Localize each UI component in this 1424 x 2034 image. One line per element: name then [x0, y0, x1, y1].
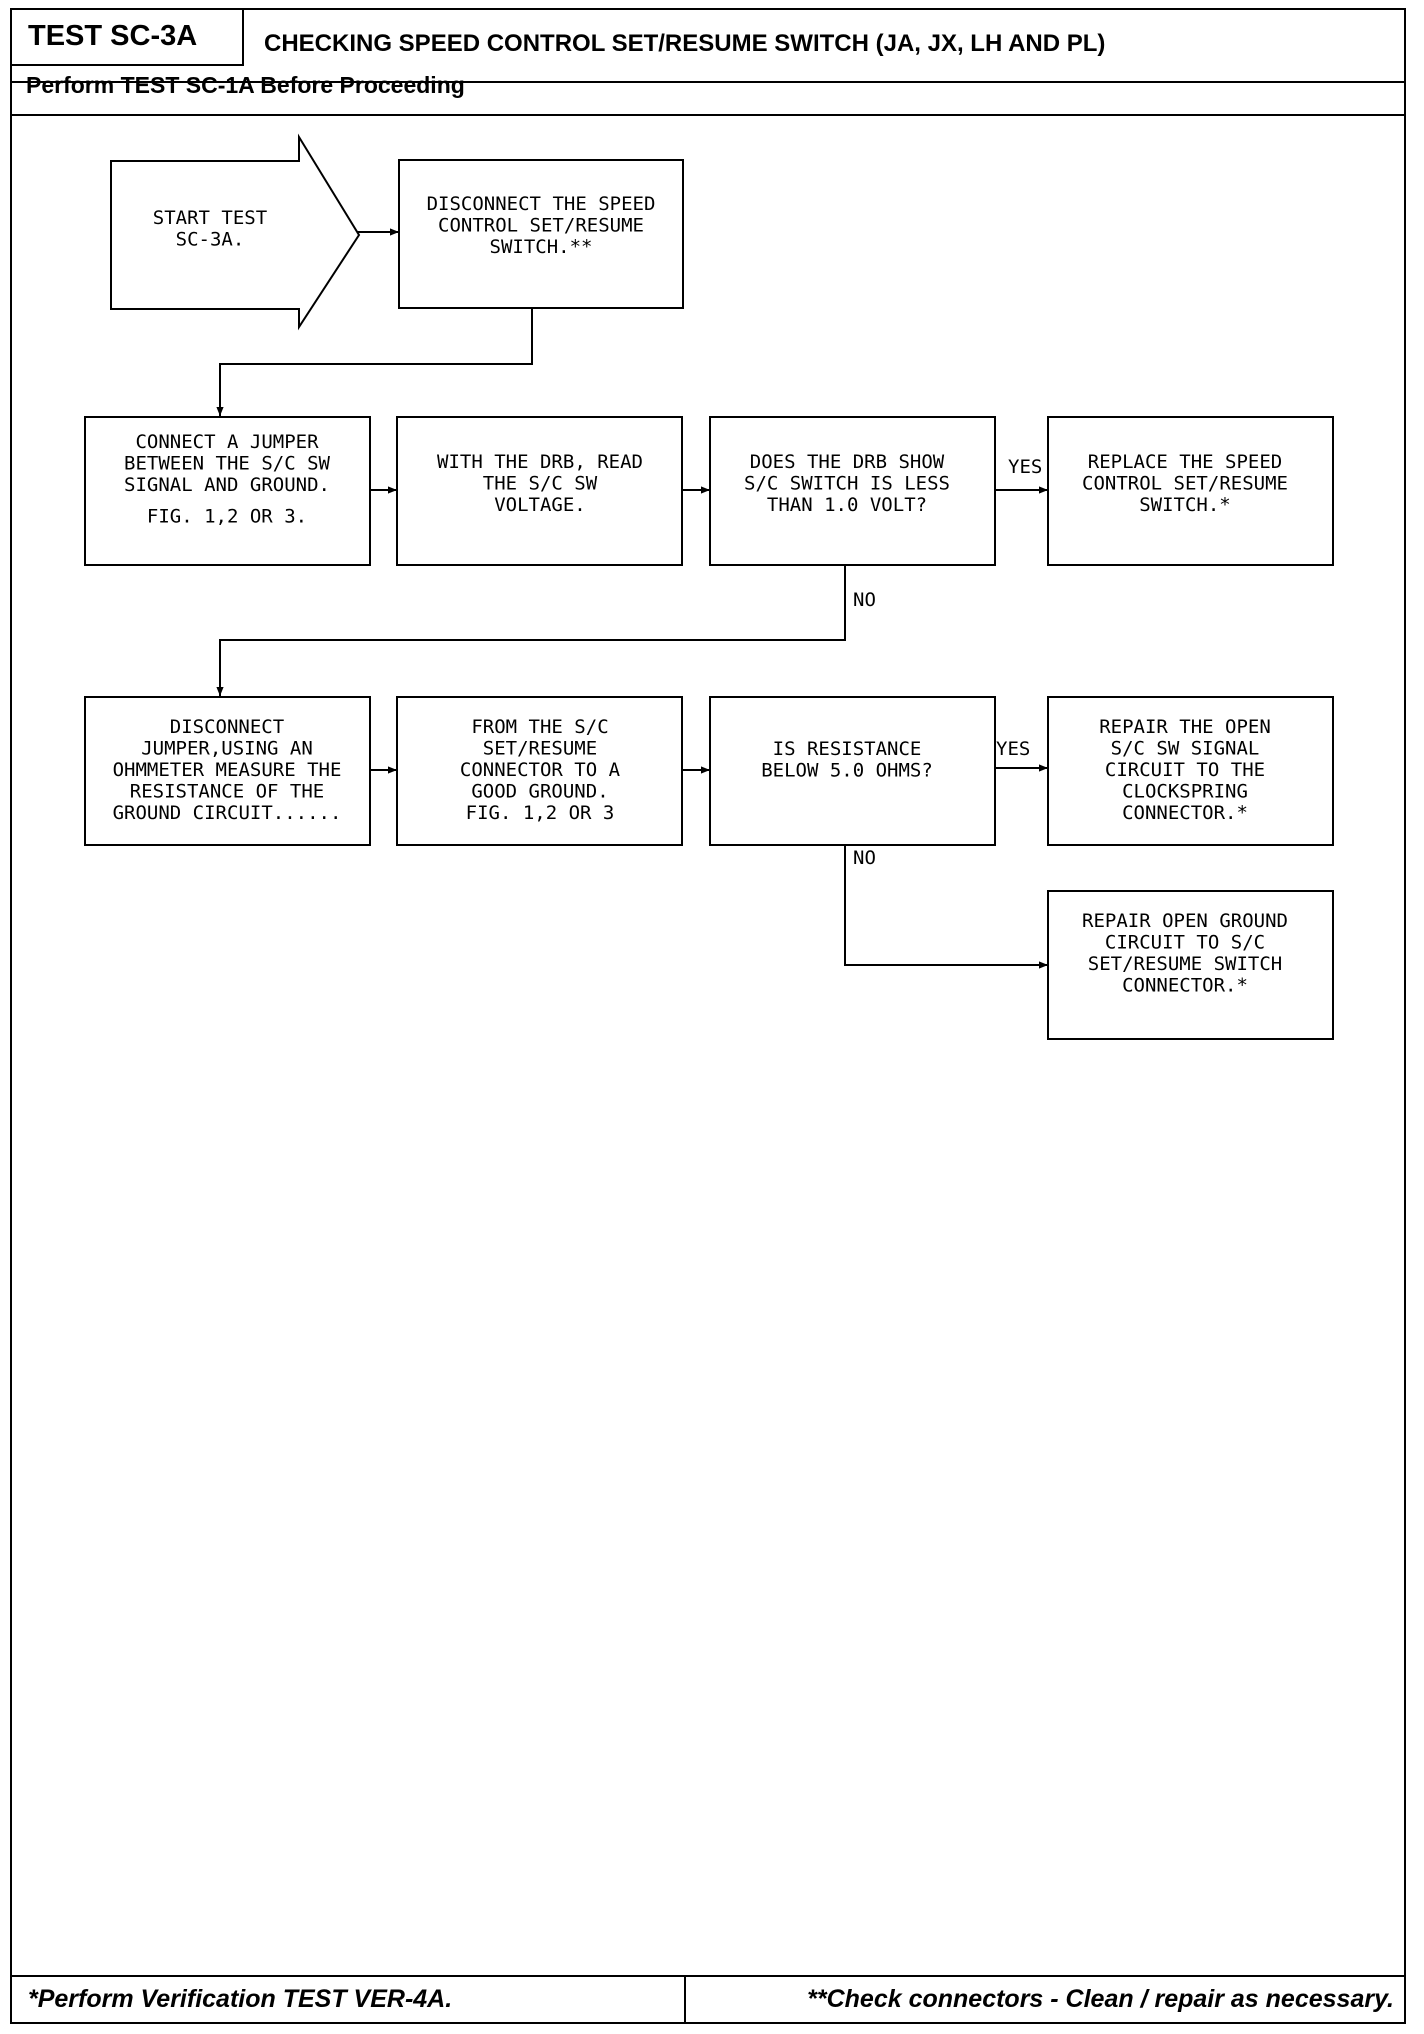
box-text-line: FIG. 1,2 OR 3: [466, 802, 615, 824]
box-text-line: JUMPER,USING AN: [141, 738, 313, 760]
box-text-line: GOOD GROUND.: [471, 781, 608, 803]
box-text-line: SWITCH.**: [490, 236, 593, 258]
box-text-line: REPLACE THE SPEED: [1088, 451, 1282, 473]
box-text-line: CIRCUIT TO THE: [1105, 759, 1265, 781]
page-frame: TEST SC-3A CHECKING SPEED CONTROL SET/RE…: [10, 8, 1406, 2024]
start-node: [110, 133, 361, 331]
from-connector-box: [396, 696, 683, 846]
box-text-line: THAN 1.0 VOLT?: [767, 494, 927, 516]
box-text-line: CONTROL SET/RESUME: [1082, 473, 1288, 495]
box-text-line: SET/RESUME SWITCH: [1088, 953, 1282, 975]
test-id: TEST SC-3A: [28, 20, 198, 52]
box-text-line: IS RESISTANCE: [773, 738, 922, 760]
connector-no-to-row3: [216, 565, 846, 696]
box-text-line: WITH THE DRB, READ: [437, 451, 643, 473]
box-text-line: RESISTANCE OF THE: [130, 781, 324, 803]
box-text-line: DISCONNECT THE SPEED: [427, 193, 656, 215]
footer-divider: [684, 1975, 686, 2024]
box-text-line: VOLTAGE.: [494, 494, 586, 516]
box-text-line: CONNECTOR TO A: [460, 759, 621, 781]
test-id-box: [12, 10, 244, 66]
footer-verification-note: *Perform Verification TEST VER-4A.: [28, 1985, 453, 2013]
voltage-question-box: [709, 416, 996, 566]
box-text-line: REPAIR OPEN GROUND: [1082, 910, 1288, 932]
box-text-line: SIGNAL AND GROUND.: [124, 474, 330, 496]
box-text-line: BETWEEN THE S/C SW: [124, 453, 330, 475]
replace-switch-box: [1047, 416, 1334, 566]
repair-signal-box: [1047, 696, 1334, 846]
box-text-line: FROM THE S/C: [471, 716, 608, 738]
box-text-line: BELOW 5.0 OHMS?: [761, 760, 933, 782]
measure-resistance-box: [84, 696, 371, 846]
box-text-line: CLOCKSPRING: [1122, 781, 1248, 803]
disconnect-switch-box: [398, 159, 684, 309]
box-text-line: SWITCH.*: [1139, 494, 1231, 516]
box-text-line: S/C SW SIGNAL: [1111, 738, 1260, 760]
box-text-line: CONNECT A JUMPER: [135, 431, 319, 453]
box-text-line: FIG. 1,2 OR 3.: [147, 506, 307, 528]
box-text-line: DOES THE DRB SHOW: [750, 451, 945, 473]
yes-label-1: YES: [1008, 456, 1042, 478]
read-voltage-box: [396, 416, 683, 566]
prerequisite-note: Perform TEST SC-1A Before Proceeding: [26, 72, 465, 98]
connect-jumper-box: [84, 416, 371, 566]
box-text-line: CONNECTOR.*: [1122, 975, 1248, 997]
no-label-1: NO: [853, 589, 876, 611]
box-text-line: SET/RESUME: [483, 738, 597, 760]
box-text-line: S/C SWITCH IS LESS: [744, 473, 950, 495]
connector-no-to-repair-ground: [844, 845, 1048, 969]
box-text-line: CONTROL SET/RESUME: [438, 215, 644, 237]
footer-rule: [12, 1975, 1404, 1977]
prerequisite-rule: [12, 114, 1404, 116]
yes-label-2: YES: [996, 738, 1030, 760]
no-label-2: NO: [853, 847, 876, 869]
test-title: CHECKING SPEED CONTROL SET/RESUME SWITCH…: [264, 30, 1106, 57]
box-text-line: OHMMETER MEASURE THE: [113, 759, 342, 781]
header-rule: [12, 81, 1404, 83]
footer-connector-note: **Check connectors - Clean / repair as n…: [807, 1985, 1394, 2013]
box-text-line: CONNECTOR.*: [1122, 802, 1248, 824]
box-text-line: THE S/C SW: [483, 473, 598, 495]
box-text-line: START TEST: [153, 207, 267, 229]
box-text-line: DISCONNECT: [170, 716, 284, 738]
box-text-line: GROUND CIRCUIT......: [113, 802, 342, 824]
repair-ground-box: [1047, 890, 1334, 1040]
box-text-line: REPAIR THE OPEN: [1099, 716, 1271, 738]
box-text-line: CIRCUIT TO S/C: [1105, 932, 1265, 954]
resistance-question-box: [709, 696, 996, 846]
box-text-line: SC-3A.: [176, 229, 245, 251]
connector-to-row2: [216, 308, 533, 416]
